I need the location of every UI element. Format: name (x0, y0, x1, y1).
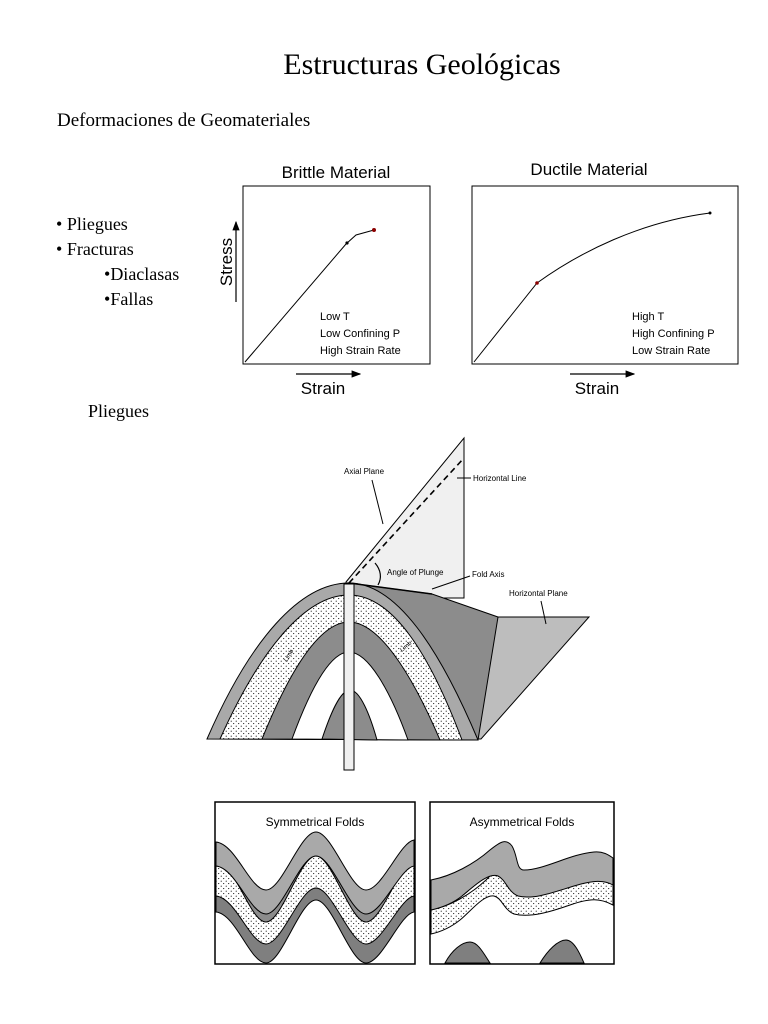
list-item-label: Diaclasas (110, 264, 180, 284)
symmetrical-folds-title: Symmetrical Folds (266, 815, 365, 829)
asymmetrical-fold-layers (430, 841, 614, 964)
end-point (708, 211, 712, 215)
brittle-condition-3: High Strain Rate (320, 345, 401, 357)
asym-fold-core-left (444, 941, 491, 964)
list-item-label: Pliegues (66, 214, 128, 234)
list-item-pliegues: • Pliegues (56, 212, 179, 237)
horizontal-line (348, 457, 465, 584)
bullet: • (104, 289, 111, 309)
fold-axis-label: Fold Axis (472, 570, 504, 579)
bullet: • (56, 239, 63, 259)
brittle-chart-frame (242, 185, 431, 365)
page-subtitle: Deformaciones de Geomateriales (57, 110, 311, 131)
axial-plane-label: Axial Plane (344, 467, 385, 476)
list-item-fallas: •Fallas (56, 287, 179, 312)
section-heading: Pliegues (88, 401, 149, 421)
list-item-diaclasas: •Diaclasas (56, 262, 179, 287)
asymmetrical-folds-title: Asymmetrical Folds (470, 815, 575, 829)
brittle-condition-2: Low Confining P (320, 328, 400, 340)
symmetrical-folds-panel: Symmetrical Folds (214, 801, 416, 965)
ductile-chart-title: Ductile Material (530, 160, 647, 179)
ductile-condition-1: High T (632, 311, 664, 323)
horizontal-plane-label: Horizontal Plane (509, 589, 568, 598)
angle-of-plunge-label: Angle of Plunge (387, 568, 444, 577)
brittle-chart-title: Brittle Material (282, 163, 391, 182)
axial-plane-lower (343, 583, 355, 771)
asym-fold-layer-top (430, 841, 614, 911)
ductile-chart: Ductile Material High T High Confining P… (471, 160, 739, 398)
strain-axis-label-brittle: Strain (301, 379, 345, 398)
bullet: • (56, 214, 63, 234)
ductile-condition-3: Low Strain Rate (632, 345, 710, 357)
structure-list: • Pliegues • Fracturas •Diaclasas •Falla… (56, 212, 179, 312)
asym-fold-core-right (539, 939, 585, 964)
horizontal-line-label: Horizontal Line (473, 474, 527, 483)
horizontal-plane-leader (540, 600, 547, 625)
list-item-fracturas: • Fracturas (56, 237, 179, 262)
list-item-label: Fallas (110, 289, 154, 309)
fold-block-diagram: Axial Plane Horizontal Line Angle of Plu… (206, 436, 591, 771)
ductile-condition-2: High Confining P (632, 328, 715, 340)
brittle-curve (244, 229, 375, 363)
brittle-chart: Brittle Material Low T Low Confining P H… (217, 163, 431, 398)
fracture-point (372, 228, 376, 232)
list-item-label: Fracturas (66, 239, 134, 259)
sym-fold-layer-top (215, 831, 415, 915)
symmetrical-fold-layers (215, 831, 415, 964)
stress-axis-label: Stress (217, 238, 236, 286)
yield-point (535, 281, 539, 285)
axial-plane-leader (371, 479, 384, 525)
yield-point (345, 241, 349, 245)
brittle-condition-1: Low T (320, 311, 350, 323)
page-title: Estructuras Geológicas (283, 48, 561, 81)
angle-of-plunge-arc (374, 562, 381, 586)
strain-axis-label-ductile: Strain (575, 379, 619, 398)
fold-axis-line (348, 582, 433, 595)
fold-axis-leader (431, 575, 471, 590)
bullet: • (104, 264, 111, 284)
ductile-curve (473, 212, 711, 363)
asymmetrical-folds-panel: Asymmetrical Folds (429, 801, 615, 965)
